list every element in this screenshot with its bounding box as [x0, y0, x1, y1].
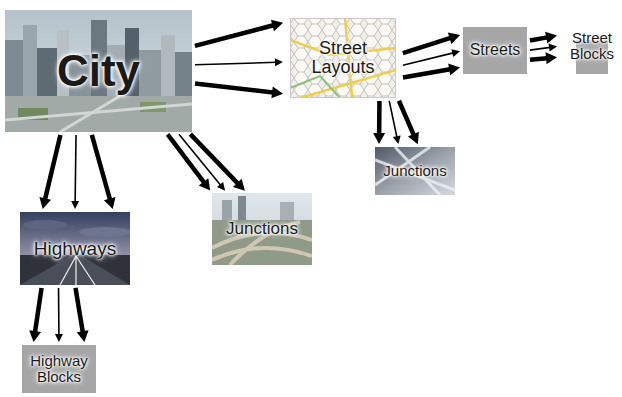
- highway-photo: [20, 212, 130, 285]
- street-layouts-node: Street Layouts: [286, 18, 400, 98]
- junction-road: [375, 147, 455, 195]
- arrow-line: [403, 38, 451, 53]
- arrow-head: [393, 135, 401, 144]
- arrow-head: [275, 58, 283, 66]
- node-label: Streets: [470, 42, 521, 59]
- arrow-head: [545, 32, 557, 44]
- arrow-line: [530, 47, 550, 50]
- arrow-connector: [530, 32, 557, 44]
- arrow-head: [271, 86, 283, 98]
- arrow-head: [71, 201, 79, 209]
- junction-sky: [212, 193, 312, 265]
- city-photo: [5, 10, 192, 132]
- node-label: Highway Blocks: [22, 353, 96, 385]
- junctions-node: Junctions: [212, 193, 312, 265]
- arrow-connector: [190, 134, 245, 191]
- arrow-head: [373, 133, 385, 144]
- city-sky: [5, 10, 192, 132]
- arrow-head: [448, 33, 460, 44]
- arrow-line: [45, 135, 60, 199]
- highway-blocks-box: Highway Blocks: [22, 345, 96, 393]
- arrow-connector: [373, 101, 385, 144]
- arrow-connector: [403, 63, 460, 77]
- arrow-connector: [75, 288, 88, 342]
- junction-ground: [212, 220, 312, 265]
- highway-land: [20, 255, 130, 285]
- arrow-head: [39, 197, 51, 209]
- node-label: City: [57, 48, 140, 94]
- arrow-line: [92, 135, 110, 200]
- node-label: Highways: [34, 239, 116, 259]
- building: [222, 200, 232, 220]
- arrow-line: [195, 25, 274, 46]
- arrow-head: [29, 330, 41, 342]
- node-label: Street Blocks: [560, 30, 622, 62]
- arrow-line: [530, 58, 547, 59]
- city-road: [5, 96, 192, 132]
- arrow-line: [377, 101, 382, 134]
- arrow-head: [549, 44, 557, 52]
- node-label: Junctions: [226, 220, 298, 238]
- cloud: [23, 220, 67, 230]
- arrow-head: [199, 178, 210, 190]
- arrow-connector: [168, 134, 211, 190]
- arrow-head: [448, 63, 460, 75]
- arrow-connector: [530, 44, 557, 52]
- arrow-connector: [39, 135, 60, 209]
- arrow-head: [77, 330, 89, 342]
- arrow-connector: [55, 288, 63, 342]
- arrow-connector: [71, 135, 79, 209]
- arrow-head: [451, 49, 460, 57]
- arrow-line: [403, 69, 450, 77]
- arrow-connector: [399, 101, 419, 144]
- node-label: Street Layouts: [286, 39, 400, 77]
- arrow-line: [35, 288, 42, 332]
- arrow-line: [75, 288, 82, 332]
- highways-node: Highways: [20, 212, 130, 285]
- node-label: Junctions: [383, 163, 446, 179]
- arrow-connector: [92, 135, 116, 209]
- arrow-connector: [403, 33, 460, 54]
- arrow-head: [104, 197, 116, 209]
- junctions-node: Junctions: [375, 147, 455, 195]
- arrow-connector: [389, 101, 400, 144]
- highway-sky: [20, 212, 130, 285]
- city-ground: [5, 96, 192, 132]
- arrow-line: [399, 101, 414, 135]
- highway-road: [20, 255, 130, 285]
- arrow-line: [190, 134, 238, 183]
- junction-ground: [375, 147, 455, 195]
- arrow-head: [546, 52, 557, 64]
- arrow-connector: [195, 84, 283, 99]
- arrow-line: [195, 62, 276, 64]
- arrow-connector: [195, 58, 283, 66]
- arrow-line: [195, 84, 273, 93]
- map-green: [290, 76, 340, 98]
- junction-photo: [212, 193, 312, 265]
- streets-box: Streets: [463, 27, 527, 74]
- building: [238, 196, 246, 220]
- arrow-head: [271, 20, 283, 32]
- lane-line: [60, 256, 95, 285]
- arrow-head: [55, 334, 63, 342]
- arrow-line: [58, 288, 60, 335]
- arrow-line: [74, 135, 76, 202]
- street-blocks-node: Street Blocks: [560, 24, 622, 68]
- building: [280, 202, 294, 220]
- arrow-connector: [195, 20, 283, 46]
- arrow-line: [530, 37, 547, 40]
- arrow-head: [233, 179, 245, 191]
- city-node: City: [5, 10, 192, 132]
- arrow-connector: [29, 288, 41, 342]
- arrow-connector: [530, 52, 557, 64]
- junction-picture: [375, 147, 455, 195]
- arrow-line: [403, 53, 453, 65]
- arrow-head: [408, 132, 419, 144]
- arrow-head: [217, 182, 225, 191]
- arrow-connector: [403, 49, 460, 65]
- arrow-line: [389, 101, 397, 137]
- cloud: [79, 227, 130, 237]
